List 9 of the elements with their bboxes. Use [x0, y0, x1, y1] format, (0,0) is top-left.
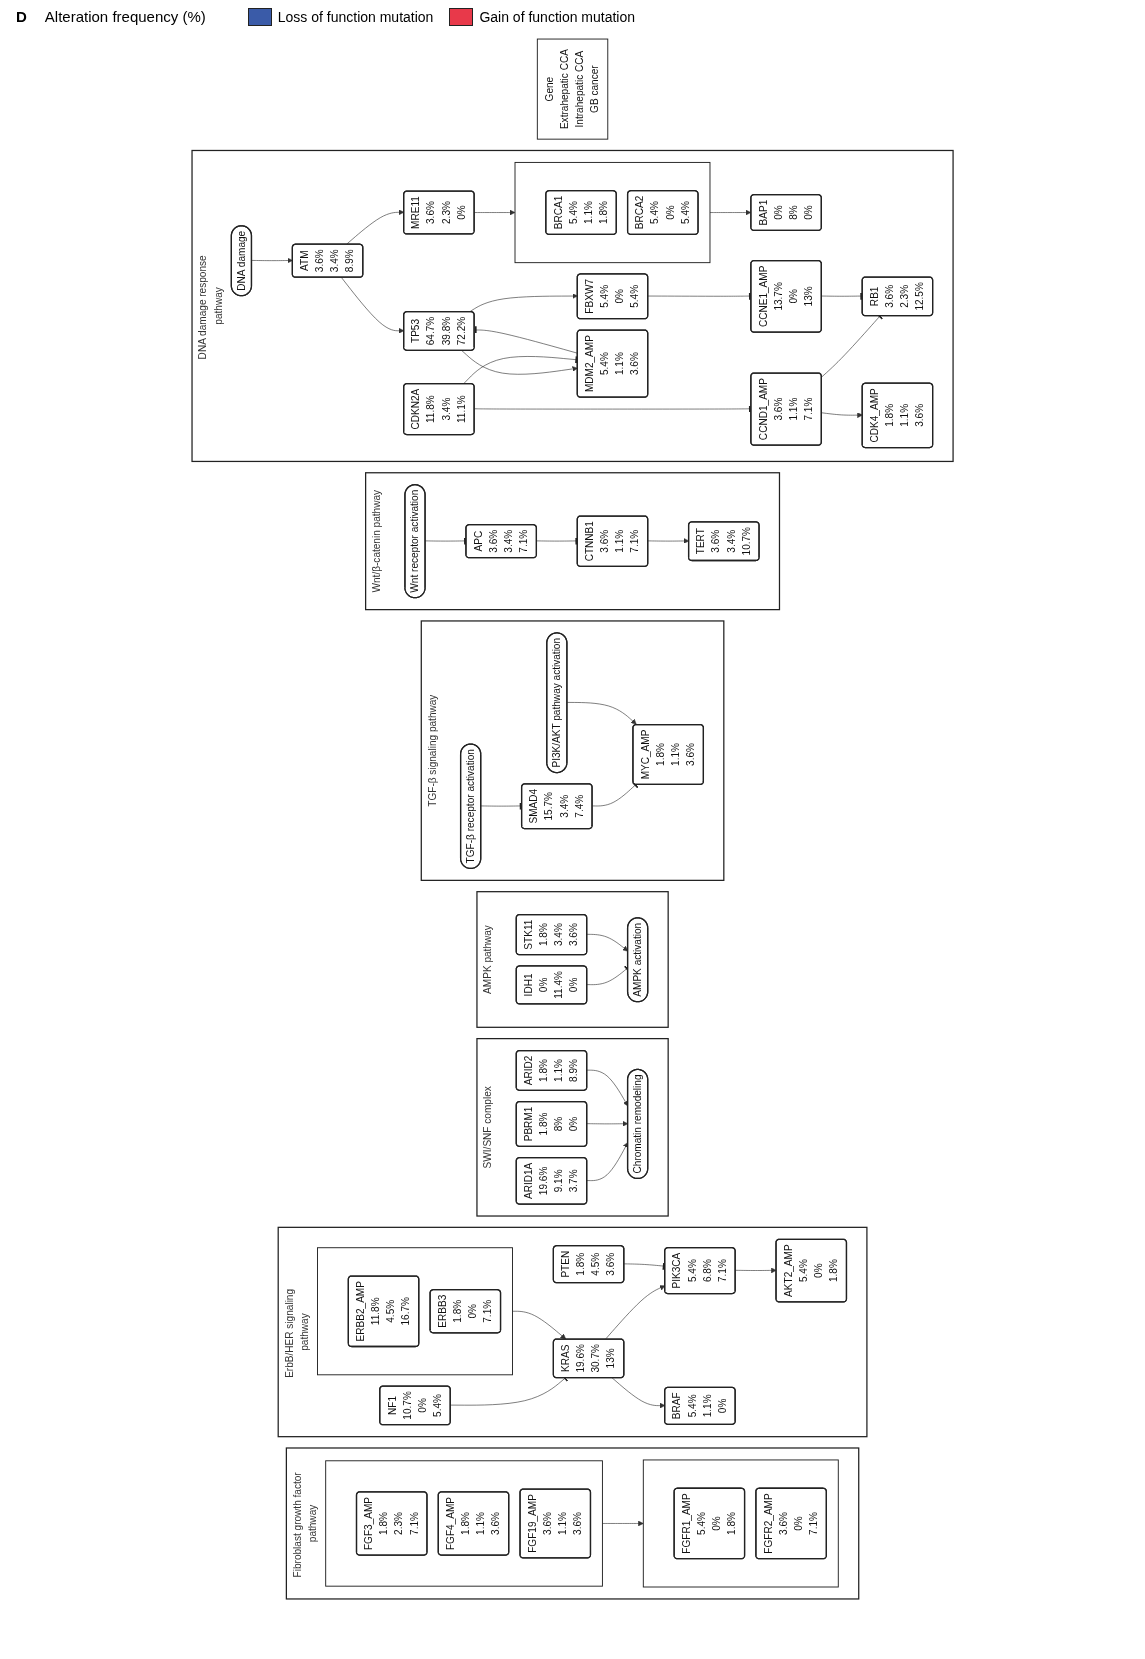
- node-box: Gene Extrahepatic CCA Intrahepatic CCA GB cancer: [536, 38, 609, 140]
- cluster: [316, 1247, 513, 1376]
- cluster: [642, 1459, 839, 1588]
- cluster: [514, 161, 711, 264]
- legend-label: Loss of function mutation: [277, 9, 434, 25]
- legend-label: Gain of function mutation: [479, 9, 636, 25]
- cluster: [325, 1460, 603, 1587]
- panel-letter: D: [16, 8, 27, 25]
- legend-title: Alteration frequency (%): [44, 8, 206, 25]
